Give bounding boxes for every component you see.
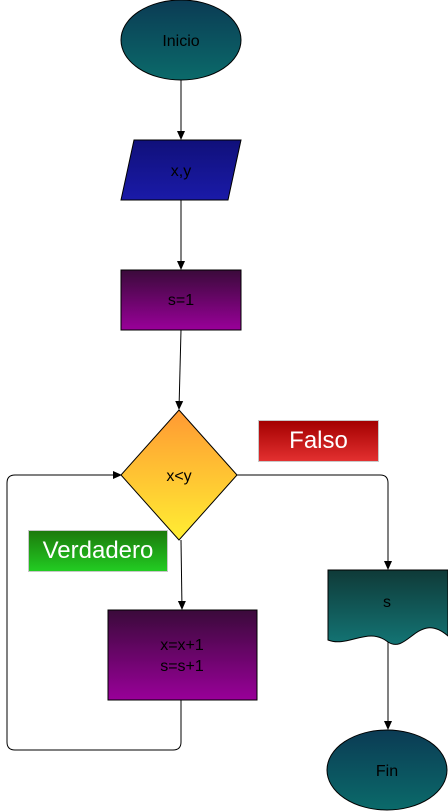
decision-node: x<y — [120, 409, 238, 541]
edge-init-to-decision — [175, 329, 184, 410]
init-node: s=1 — [120, 269, 242, 331]
process-line-2: s=s+1 — [160, 658, 204, 675]
edge-process-loop-back — [6, 471, 182, 751]
input-node: x,y — [120, 139, 242, 201]
false-branch-text: Falso — [289, 427, 348, 454]
output-label: s — [383, 594, 391, 611]
process-node: x=x+1 s=s+1 — [107, 609, 258, 701]
start-node: Inicio — [120, 0, 242, 81]
edges — [6, 80, 392, 751]
decision-label: x<y — [166, 468, 191, 485]
true-branch-text: Verdadero — [42, 537, 154, 564]
edge-decision-false-to-output — [237, 474, 392, 570]
output-node: s — [327, 569, 448, 645]
input-label: x,y — [171, 163, 191, 180]
process-line-1: x=x+1 — [160, 637, 204, 654]
init-label: s=1 — [168, 292, 194, 309]
start-label: Inicio — [162, 33, 199, 50]
false-branch-label: Falso — [258, 420, 379, 462]
edge-decision-true-to-process — [177, 539, 186, 610]
end-node: Fin — [326, 729, 448, 811]
true-branch-label: Verdadero — [28, 530, 168, 572]
end-label: Fin — [376, 763, 398, 780]
